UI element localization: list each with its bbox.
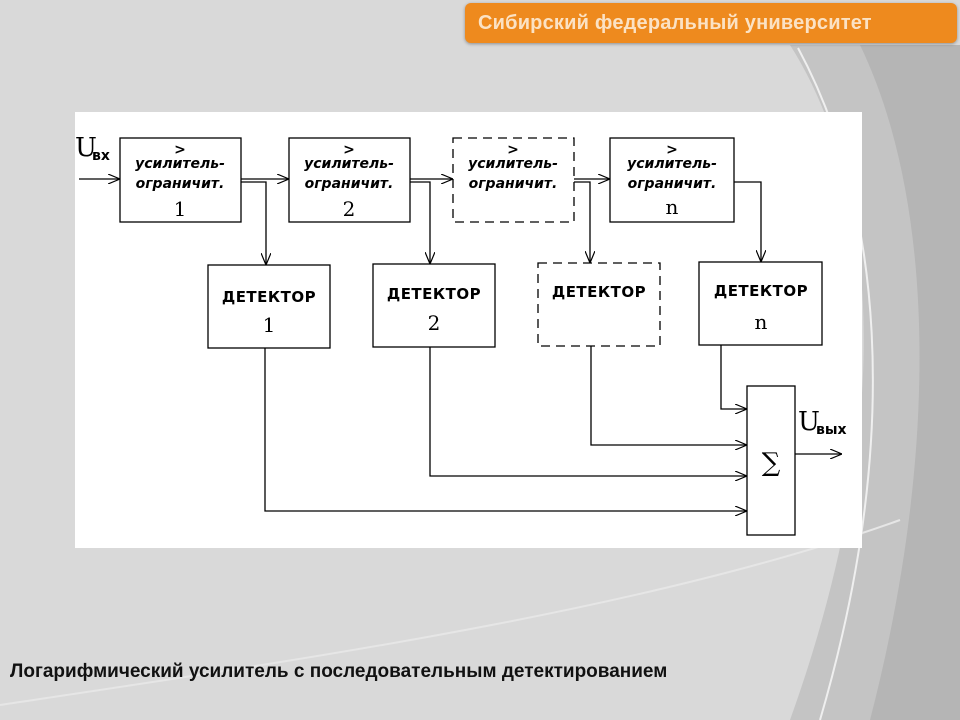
svg-text:>: >: [343, 142, 355, 158]
university-header-badge: Сибирский федеральный университет: [465, 3, 957, 43]
svg-text:n: n: [666, 195, 679, 219]
svg-text:ограничит.: ограничит.: [469, 176, 558, 192]
detector-3-dashed: ДЕТЕКТОР: [537, 262, 661, 347]
detector-1: ДЕТЕКТОР 1: [207, 264, 331, 349]
detector-2: ДЕТЕКТОР 2: [372, 263, 496, 348]
svg-text:>: >: [666, 142, 678, 158]
svg-text:усилитель-: усилитель-: [468, 156, 558, 172]
amplifier-3-dashed: > усилитель- ограничит.: [452, 137, 575, 223]
svg-text:>: >: [507, 142, 519, 158]
tap-arrow-3: [574, 181, 590, 263]
svg-text:ограничит.: ограничит.: [136, 176, 225, 192]
svg-text:>: >: [174, 142, 186, 158]
tap-arrow-1: [241, 181, 266, 265]
sum-symbol: ∑: [762, 448, 781, 478]
detector-n-to-sum: [720, 345, 747, 409]
output-sub: вых: [816, 422, 847, 438]
svg-text:n: n: [755, 310, 768, 334]
detector-1-to-sum: [264, 348, 747, 511]
background-swoosh-inner: [860, 45, 960, 720]
amplifier-n: > усилитель- ограничит. n: [609, 137, 735, 223]
svg-text:усилитель-: усилитель-: [135, 156, 225, 172]
svg-text:1: 1: [174, 197, 187, 221]
svg-text:2: 2: [343, 197, 356, 221]
svg-text:1: 1: [263, 313, 276, 337]
amplifier-2: > усилитель- ограничит. 2: [288, 137, 411, 223]
svg-text:ДЕТЕКТОР: ДЕТЕКТОР: [222, 288, 316, 306]
slide-caption: Логарифмический усилитель с последовател…: [10, 661, 668, 682]
svg-text:ДЕТЕКТОР: ДЕТЕКТОР: [552, 283, 646, 301]
input-sub: вх: [92, 148, 110, 164]
svg-text:ДЕТЕКТОР: ДЕТЕКТОР: [714, 282, 808, 300]
detector-n: ДЕТЕКТОР n: [698, 261, 823, 346]
block-diagram: U вх > усилитель- ограничит. 1 > усилите…: [75, 112, 862, 548]
tap-arrow-2: [410, 181, 430, 264]
detector-2-to-sum: [429, 347, 747, 476]
svg-text:ограничит.: ограничит.: [305, 176, 394, 192]
svg-text:2: 2: [428, 311, 441, 335]
amplifier-1: > усилитель- ограничит. 1: [119, 137, 242, 223]
svg-text:усилитель-: усилитель-: [627, 156, 717, 172]
svg-text:ограничит.: ограничит.: [628, 176, 717, 192]
output-label: U: [798, 407, 820, 437]
detector-3-to-sum: [590, 346, 747, 445]
input-label: U: [75, 133, 97, 163]
svg-text:усилитель-: усилитель-: [304, 156, 394, 172]
summator: ∑: [746, 385, 796, 536]
tap-arrow-n: [734, 181, 761, 262]
svg-text:ДЕТЕКТОР: ДЕТЕКТОР: [387, 285, 481, 303]
block-diagram-svg: U вх > усилитель- ограничит. 1 > усилите…: [75, 133, 847, 536]
background-curve-line-bottom: [0, 519, 901, 706]
university-name: Сибирский федеральный университет: [478, 12, 872, 34]
